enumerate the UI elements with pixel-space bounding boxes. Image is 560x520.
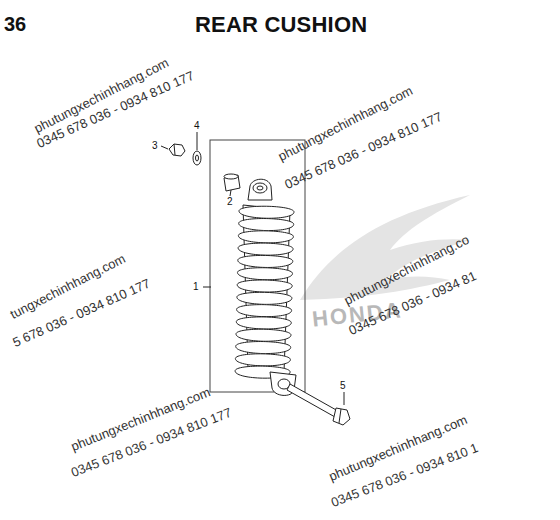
spring-coil-turn [237,280,292,292]
spring-coil-turn [238,255,293,267]
leader-line [203,287,211,288]
callout-number: 1 [193,282,199,292]
bushing [224,174,240,191]
spring-coil-turn [235,354,290,366]
page-title: REAR CUSHION [195,12,367,38]
leader-line [230,190,231,196]
callout-number: 5 [340,381,346,391]
nut [169,144,185,156]
upper-eye [248,179,272,200]
washer [193,151,201,165]
spring-coil [235,206,294,378]
spring-coil-turn [238,243,293,255]
leader-line [161,146,168,149]
spring-coil-turn [237,305,292,317]
spring-coil-turn [237,292,292,304]
spring-coil-turn [238,231,293,243]
leader-line [197,132,198,150]
spring-coil-turn [236,342,291,354]
callout-number: 2 [227,197,233,207]
spring-coil-turn [238,268,293,280]
spring-coil-turn [236,317,291,329]
spring-coil-turn [239,206,294,218]
watermark: 5 678 036 - 0934 810 177 [11,277,152,349]
callout-number: 4 [194,121,200,131]
page-number: 36 [4,13,26,36]
callout-number: 3 [152,141,158,151]
leader-line [344,392,345,405]
watermark: 0345 678 036 - 0934 810 177 [283,110,444,191]
spring-coil-turn [236,329,291,341]
spring-coil-turn [239,219,294,231]
